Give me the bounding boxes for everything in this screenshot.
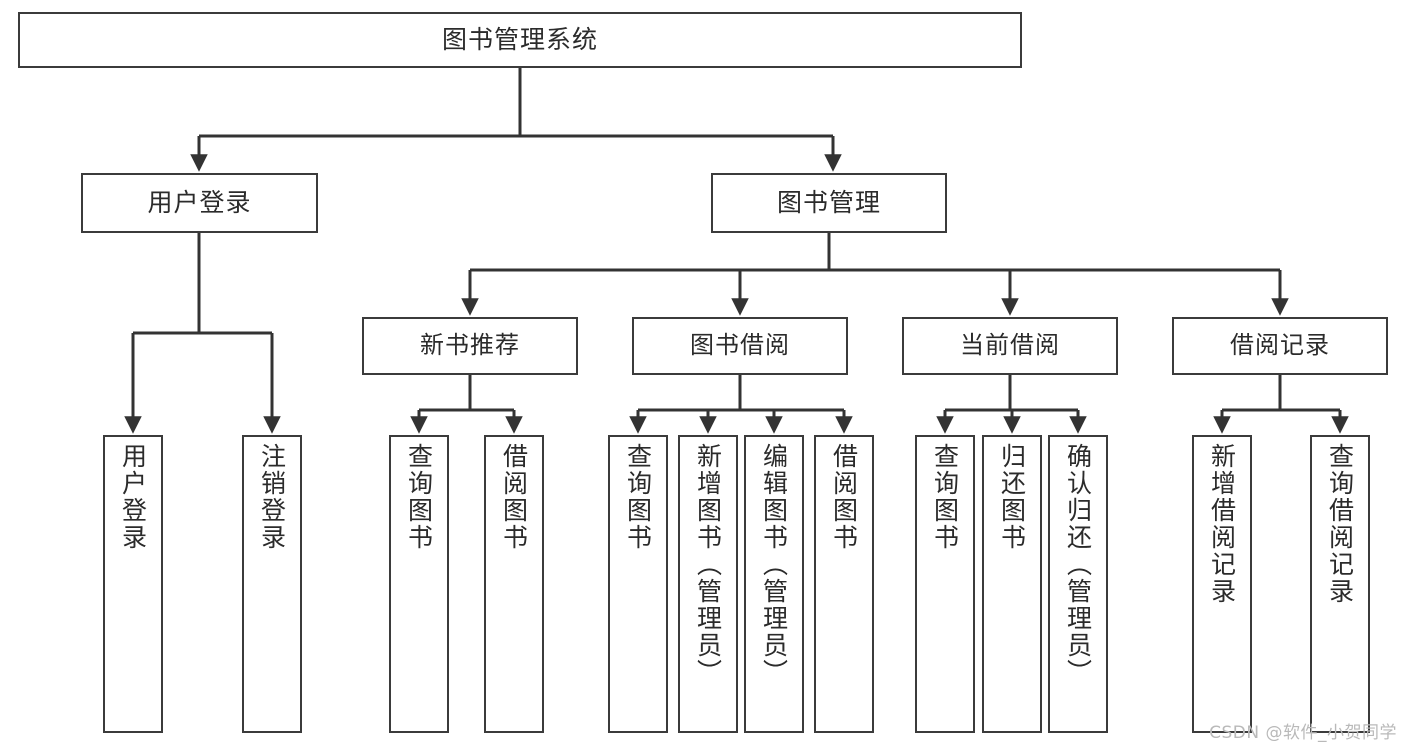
leaf-borrow-query-book[interactable]: 查询图书 (608, 435, 668, 733)
node-label: 借阅图书 (499, 443, 529, 551)
node-label: 用户登录 (118, 443, 148, 551)
node-label: 查询借阅记录 (1325, 443, 1355, 605)
leaf-borrow-edit-book-admin[interactable]: 编辑图书（管理员） (744, 435, 804, 733)
node-book-borrow[interactable]: 图书借阅 (632, 317, 848, 375)
leaf-current-query-book[interactable]: 查询图书 (915, 435, 975, 733)
node-label: 用户登录 (147, 187, 252, 217)
node-borrow-records[interactable]: 借阅记录 (1172, 317, 1388, 375)
node-label: 借阅记录 (1230, 331, 1330, 360)
node-label: 图书管理系统 (441, 24, 598, 54)
node-label: 确认归还（管理员） (1063, 443, 1093, 686)
node-root-system[interactable]: 图书管理系统 (18, 12, 1022, 68)
node-label: 新增图书（管理员） (693, 443, 723, 686)
node-label: 图书管理 (776, 187, 881, 217)
node-label: 新增借阅记录 (1207, 443, 1237, 605)
csdn-watermark: CSDN @软件_小贺同学 (1209, 723, 1397, 743)
node-label: 编辑图书（管理员） (759, 443, 789, 686)
node-label: 注销登录 (257, 443, 287, 551)
node-label: 新书推荐 (420, 331, 520, 360)
node-label: 借阅图书 (829, 443, 859, 551)
node-label: 查询图书 (404, 443, 434, 551)
node-book-management[interactable]: 图书管理 (711, 173, 947, 233)
node-label: 当前借阅 (960, 331, 1060, 360)
node-label: 查询图书 (623, 443, 653, 551)
leaf-user-login-login[interactable]: 用户登录 (103, 435, 163, 733)
node-current-borrow[interactable]: 当前借阅 (902, 317, 1118, 375)
node-user-login[interactable]: 用户登录 (81, 173, 318, 233)
leaf-borrow-borrow-book[interactable]: 借阅图书 (814, 435, 874, 733)
leaf-user-login-logout[interactable]: 注销登录 (242, 435, 302, 733)
leaf-recommend-borrow-book[interactable]: 借阅图书 (484, 435, 544, 733)
leaf-records-add-record[interactable]: 新增借阅记录 (1192, 435, 1252, 733)
leaf-records-query-record[interactable]: 查询借阅记录 (1310, 435, 1370, 733)
leaf-current-return-book[interactable]: 归还图书 (982, 435, 1042, 733)
node-label: 归还图书 (997, 443, 1027, 551)
leaf-borrow-add-book-admin[interactable]: 新增图书（管理员） (678, 435, 738, 733)
node-label: 图书借阅 (690, 331, 790, 360)
leaf-recommend-query-book[interactable]: 查询图书 (389, 435, 449, 733)
node-new-book-recommend[interactable]: 新书推荐 (362, 317, 578, 375)
leaf-current-confirm-return-admin[interactable]: 确认归还（管理员） (1048, 435, 1108, 733)
node-label: 查询图书 (930, 443, 960, 551)
